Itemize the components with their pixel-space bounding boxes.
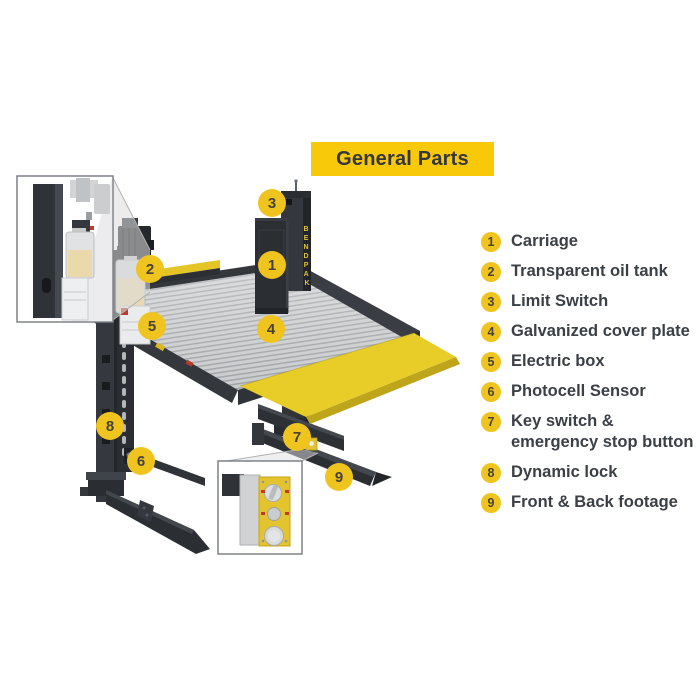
key-switch-closeup — [261, 484, 289, 502]
legend-item-key-switch: 7 Key switch & emergency stop button — [481, 411, 693, 453]
callout-5-electric-box: 5 — [138, 312, 166, 340]
legend-label: Front & Back footage — [511, 493, 678, 511]
brand-text: B E N D P A K — [303, 226, 310, 287]
callout-6-photocell-sensor: 6 — [127, 447, 155, 475]
legend-badge: 7 — [481, 411, 501, 432]
middle-button — [267, 507, 281, 521]
legend-label: Key switch & emergency stop button — [511, 412, 694, 451]
legend-item-electric-box: 5 Electric box — [481, 351, 693, 372]
emergency-stop-button — [264, 526, 284, 546]
legend-label: Electric box — [511, 352, 605, 370]
legend-item-photocell: 6 Photocell Sensor — [481, 381, 693, 402]
callout-4-cover-plate: 4 — [257, 315, 285, 343]
legend-item-carriage: 1 Carriage — [481, 231, 693, 252]
legend-label: Galvanized cover plate — [511, 322, 690, 340]
oil-tank-closeup — [65, 228, 95, 279]
legend-item-dynamic-lock: 8 Dynamic lock — [481, 462, 693, 483]
legend-label: Limit Switch — [511, 292, 609, 310]
callout-1-carriage: 1 — [258, 251, 286, 279]
legend-label: Transparent oil tank — [511, 262, 668, 280]
legend-label: Dynamic lock — [511, 463, 618, 481]
legend-label: Photocell Sensor — [511, 382, 646, 400]
legend-badge: 8 — [481, 462, 501, 483]
legend-badge: 9 — [481, 492, 501, 513]
legend-badge: 3 — [481, 291, 501, 312]
legend-badge: 2 — [481, 261, 501, 282]
page-title: General Parts — [336, 147, 469, 170]
legend-item-cover-plate: 4 Galvanized cover plate — [481, 321, 693, 342]
legend-badge: 4 — [481, 321, 501, 342]
front-ramp — [239, 332, 460, 424]
legend-badge: 1 — [481, 231, 501, 252]
legend-label: Carriage — [511, 232, 578, 250]
callout-7-key-switch: 7 — [283, 423, 311, 451]
limit-switch — [285, 199, 292, 205]
callout-2-oil-tank: 2 — [136, 255, 164, 283]
legend-item-limit-switch: 3 Limit Switch — [481, 291, 693, 312]
inset-oil-tank-closeup — [16, 175, 151, 323]
back-footage — [106, 490, 210, 554]
inset-control-box-closeup — [217, 448, 319, 555]
page-title-box: General Parts — [311, 142, 494, 176]
legend-badge: 6 — [481, 381, 501, 402]
parts-legend: 1 Carriage 2 Transparent oil tank 3 Limi… — [481, 231, 693, 513]
legend-badge: 5 — [481, 351, 501, 372]
callout-9-footage: 9 — [325, 463, 353, 491]
callout-8-dynamic-lock: 8 — [96, 412, 124, 440]
control-box — [239, 474, 291, 547]
legend-item-oil-tank: 2 Transparent oil tank — [481, 261, 693, 282]
callout-3-limit-switch: 3 — [258, 189, 286, 217]
legend-item-footage: 9 Front & Back footage — [481, 492, 693, 513]
